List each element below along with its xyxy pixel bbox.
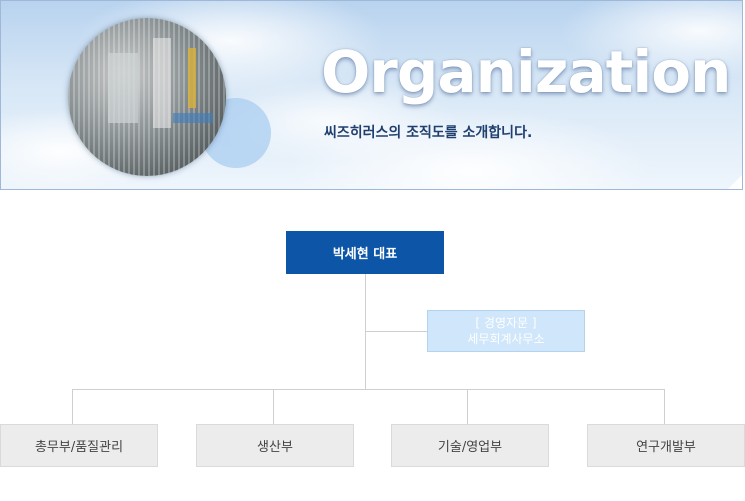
connector-departments-horizontal — [72, 389, 665, 390]
page-title: Organization — [321, 38, 731, 106]
connector-dept-3 — [467, 389, 468, 424]
ceo-box: 박세현 대표 — [286, 231, 444, 274]
department-box-general-affairs: 총무부/품질관리 — [0, 424, 158, 467]
advisor-name-label: 세무회계사무소 — [467, 332, 545, 346]
connector-advisor-horizontal — [365, 331, 427, 332]
advisor-role-label: [ 경영자문 ] — [475, 316, 537, 330]
department-box-rnd: 연구개발부 — [587, 424, 745, 467]
department-label: 생산부 — [257, 440, 293, 455]
banner-corner-fold — [728, 175, 742, 189]
department-label: 기술/영업부 — [437, 440, 503, 455]
department-box-production: 생산부 — [196, 424, 354, 467]
connector-dept-2 — [273, 389, 274, 424]
department-box-tech-sales: 기술/영업부 — [391, 424, 549, 467]
page-subtitle: 씨즈히러스의 조직도를 소개합니다. — [324, 125, 533, 141]
header-banner: Organization 씨즈히러스의 조직도를 소개합니다. — [0, 0, 743, 190]
connector-dept-1 — [72, 389, 73, 424]
ceo-label: 박세현 대표 — [332, 247, 398, 262]
advisor-box: [ 경영자문 ] 세무회계사무소 — [427, 310, 585, 352]
facility-photo — [68, 18, 226, 176]
connector-dept-4 — [664, 389, 665, 424]
department-label: 총무부/품질관리 — [34, 440, 124, 455]
department-label: 연구개발부 — [636, 440, 696, 455]
